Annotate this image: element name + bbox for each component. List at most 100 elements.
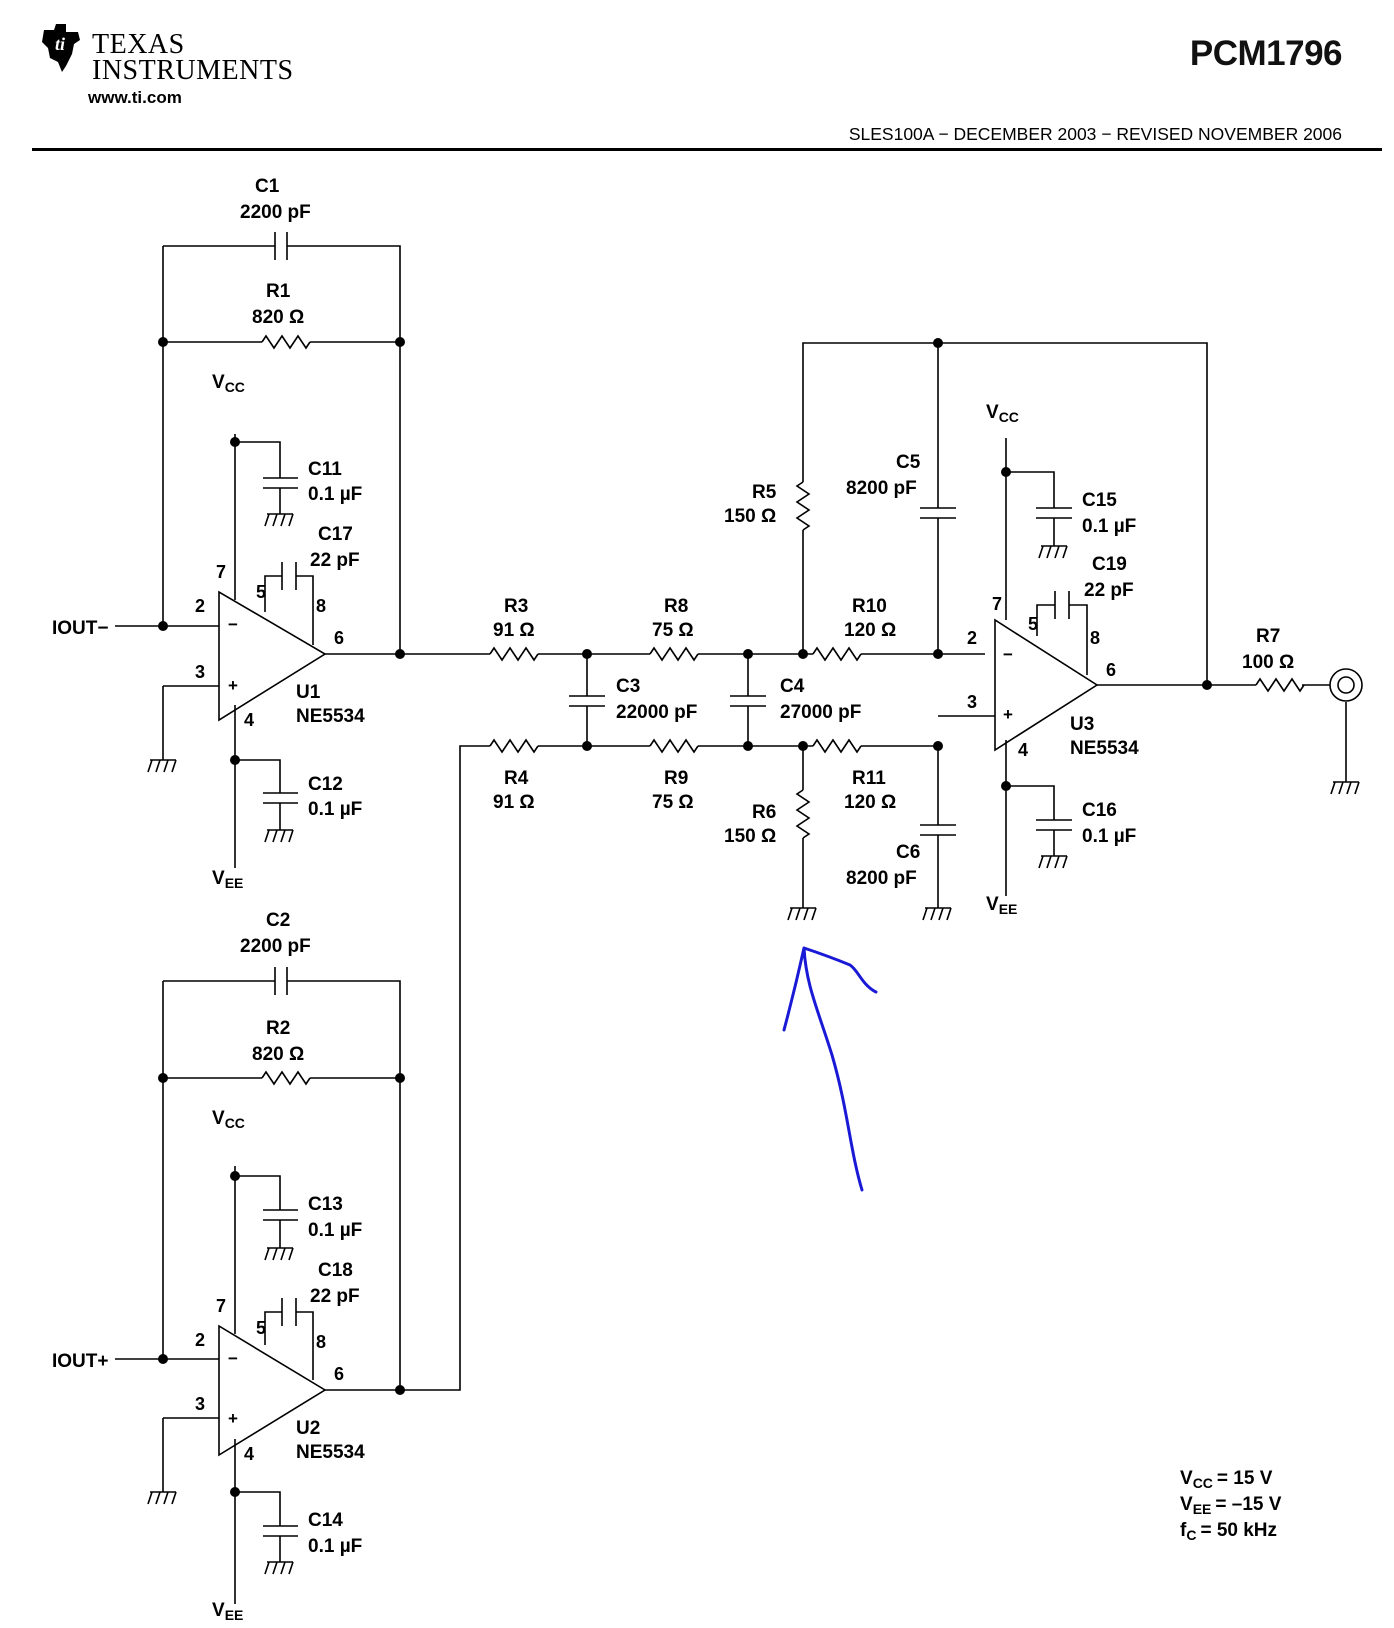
resistor-zigzags [261, 334, 1305, 1086]
u1-noninverting-sign: + [228, 676, 238, 695]
u3-inverting-sign: − [1003, 645, 1013, 664]
c16-value: 0.1 µF [1082, 826, 1136, 847]
u3-pin-4: 4 [1018, 740, 1028, 760]
u3-pin-7: 7 [992, 594, 1002, 614]
u3-vcc-label: VCC [986, 402, 1019, 425]
u1-pin-8: 8 [316, 596, 326, 616]
u1-name: U1 [296, 682, 321, 703]
c16-ref: C16 [1082, 800, 1117, 821]
c15-ref: C15 [1082, 490, 1117, 511]
u2-pin-5: 5 [256, 1318, 266, 1338]
svg-text:ti: ti [55, 34, 65, 54]
wires [115, 245, 1347, 1604]
capacitor-plates [263, 232, 1072, 1537]
r2-ref: R2 [266, 1018, 290, 1039]
c2-ref: C2 [266, 910, 290, 931]
r3-value: 91 Ω [493, 620, 535, 641]
r3-ref: R3 [504, 596, 528, 617]
ti-logo: ti TEXAS INSTRUMENTS www.ti.com [40, 22, 293, 112]
u3-pin-2: 2 [967, 628, 977, 648]
document-revision: SLES100A − DECEMBER 2003 − REVISED NOVEM… [848, 124, 1342, 144]
u2-pin-4: 4 [244, 1444, 254, 1464]
r1-value: 820 Ω [252, 307, 304, 328]
u1-vcc-label: VCC [212, 372, 245, 395]
c18-ref: C18 [318, 1260, 353, 1281]
u3-pin-8: 8 [1090, 628, 1100, 648]
ti-logo-icon: ti [42, 24, 80, 72]
u2-noninverting-sign: + [228, 1409, 238, 1428]
r4-value: 91 Ω [493, 792, 535, 813]
r6-value: 150 Ω [724, 826, 776, 847]
c18-value: 22 pF [310, 1286, 360, 1307]
u1-part: NE5534 [296, 706, 365, 727]
r2-value: 820 Ω [252, 1044, 304, 1065]
r11-ref: R11 [852, 768, 886, 789]
c4-value: 27000 pF [780, 702, 861, 723]
c2-value: 2200 pF [240, 936, 311, 957]
c3-ref: C3 [616, 676, 640, 697]
u2-vcc-label: VCC [212, 1108, 245, 1131]
r5-value: 150 Ω [724, 506, 776, 527]
u1-pin-3: 3 [195, 662, 205, 682]
r7-value: 100 Ω [1242, 652, 1294, 673]
brand-line-2: INSTRUMENTS [92, 55, 294, 86]
r7-ref: R7 [1256, 626, 1280, 647]
u2-pin-7: 7 [216, 1296, 226, 1316]
u2-pin-6: 6 [334, 1364, 344, 1384]
opamp-u2-symbol [218, 1324, 327, 1457]
ground-symbols [147, 513, 1360, 1575]
c5-ref: C5 [896, 452, 921, 473]
opamp-u1-symbol [218, 590, 327, 722]
iout-plus-label: IOUT+ [52, 1351, 108, 1372]
r9-value: 75 Ω [652, 792, 694, 813]
u1-vee-label: VEE [212, 868, 243, 891]
u3-pin-6: 6 [1106, 660, 1116, 680]
opamp-symbols [218, 590, 1099, 1457]
u1-pin-5: 5 [256, 582, 266, 602]
u1-pin-7: 7 [216, 562, 226, 582]
u3-name: U3 [1070, 714, 1094, 735]
c14-value: 0.1 µF [308, 1536, 362, 1557]
c11-value: 0.1 µF [308, 484, 362, 505]
c11-ref: C11 [308, 459, 342, 480]
c5-value: 8200 pF [846, 478, 917, 499]
note-vcc: VCC= 15 V [1180, 1468, 1273, 1491]
u2-pin-8: 8 [316, 1332, 326, 1352]
c12-value: 0.1 µF [308, 799, 362, 820]
component-labels: C1 2200 pF R1 820 Ω VCC C11 0.1 µF C17 2… [52, 176, 1294, 1623]
c15-value: 0.1 µF [1082, 516, 1136, 537]
r8-value: 75 Ω [652, 620, 694, 641]
c6-ref: C6 [896, 842, 920, 863]
note-fc: fC= 50 kHz [1180, 1520, 1277, 1543]
r1-ref: R1 [266, 281, 291, 302]
c14-ref: C14 [308, 1510, 343, 1531]
u3-pin-5: 5 [1028, 614, 1038, 634]
junction-dots [158, 337, 1212, 1497]
c13-ref: C13 [308, 1194, 343, 1215]
c17-ref: C17 [318, 524, 353, 545]
brand-line-1: TEXAS [92, 29, 185, 60]
website-url[interactable]: www.ti.com [88, 88, 182, 107]
r10-value: 120 Ω [844, 620, 896, 641]
c19-ref: C19 [1092, 554, 1127, 575]
u3-noninverting-sign: + [1003, 705, 1013, 724]
r11-value: 120 Ω [844, 792, 896, 813]
u1-pin-6: 6 [334, 628, 344, 648]
opamp-u3-symbol [994, 618, 1099, 752]
c4-ref: C4 [780, 676, 805, 697]
u2-pin-3: 3 [195, 1394, 205, 1414]
u2-inverting-sign: − [228, 1349, 238, 1368]
brand-name: TEXAS INSTRUMENTS [92, 29, 294, 86]
c3-value: 22000 pF [616, 702, 697, 723]
r8-ref: R8 [664, 596, 688, 617]
c12-ref: C12 [308, 774, 343, 795]
u2-part: NE5534 [296, 1442, 365, 1463]
r4-ref: R4 [504, 768, 529, 789]
c19-value: 22 pF [1084, 580, 1134, 601]
header-rule [32, 148, 1382, 151]
note-vee: VEE= –15 V [1180, 1494, 1282, 1517]
r6-ref: R6 [752, 802, 776, 823]
u1-pin-2: 2 [195, 596, 205, 616]
u3-pin-3: 3 [967, 692, 977, 712]
u1-inverting-sign: − [228, 615, 238, 634]
